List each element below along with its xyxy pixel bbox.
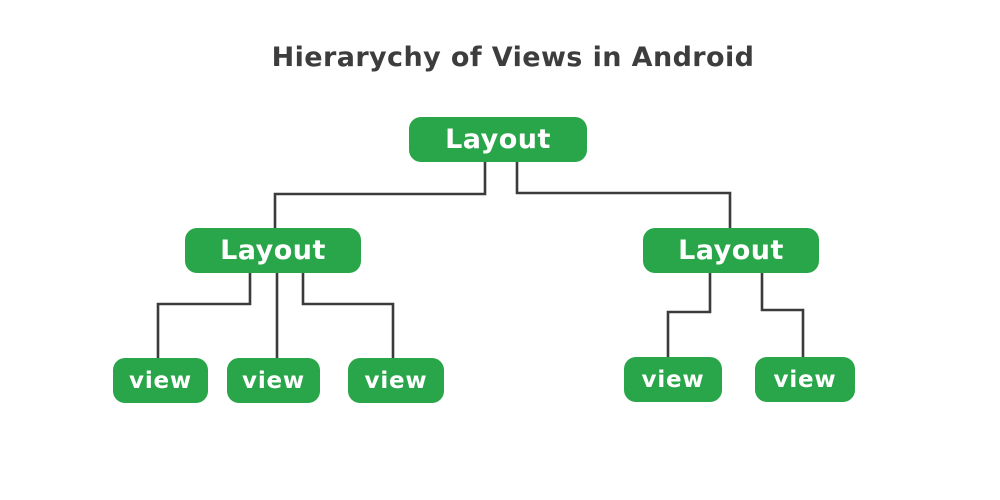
node-right-layout: Layout bbox=[643, 228, 819, 273]
node-view-5: view bbox=[755, 357, 855, 402]
connector-left-layout-to-view-3 bbox=[301, 272, 395, 359]
connector-root-to-right-layout bbox=[515, 162, 732, 229]
connector-root-to-left-layout bbox=[273, 162, 487, 229]
node-view-2: view bbox=[227, 358, 320, 403]
connector-left-layout-to-view-1 bbox=[156, 272, 252, 359]
node-root-layout: Layout bbox=[409, 117, 587, 162]
node-view-4: view bbox=[624, 357, 722, 402]
diagram-title: Hierarychy of Views in Android bbox=[271, 42, 755, 73]
node-view-1: view bbox=[113, 358, 208, 403]
node-view-3: view bbox=[348, 358, 444, 403]
connector-right-layout-to-view-4 bbox=[666, 272, 712, 358]
connector-right-layout-to-view-5 bbox=[760, 272, 805, 358]
node-left-layout: Layout bbox=[185, 228, 361, 273]
